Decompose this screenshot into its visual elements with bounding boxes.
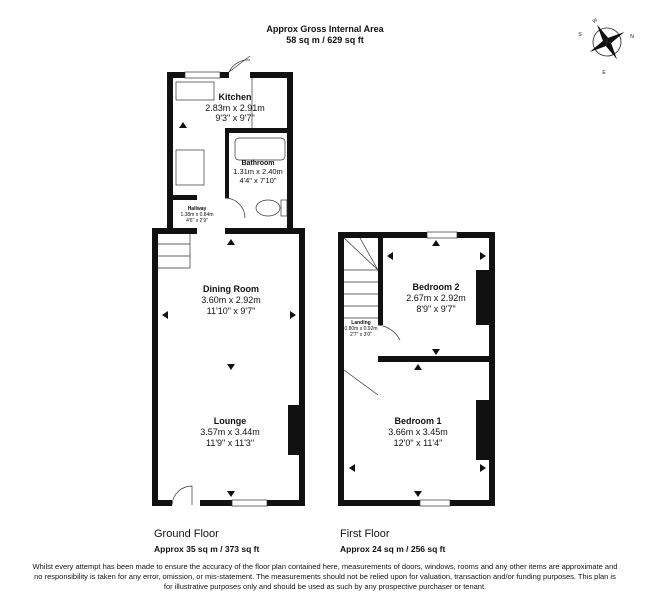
dining-name: Dining Room	[203, 284, 259, 294]
hallway-name: Hallway	[188, 206, 207, 212]
landing-metric: 0.80m x 0.92m	[344, 326, 377, 332]
first-floor-walls	[338, 232, 495, 506]
bedroom2-name: Bedroom 2	[412, 282, 459, 292]
bathroom-metric: 1.31m x 2.40m	[233, 167, 283, 176]
gross-area-value: 58 sq m / 629 sq ft	[286, 35, 364, 45]
ground-floor-title: Ground Floor	[154, 528, 219, 540]
svg-text:W: W	[591, 17, 598, 25]
dining-imperial: 11'10" x 9'7"	[207, 306, 256, 316]
compass-e: E	[602, 70, 606, 76]
lounge-imperial: 11'9" x 11'3"	[206, 438, 254, 448]
compass-icon: W	[589, 17, 625, 60]
bathroom-name: Bathroom	[241, 160, 274, 167]
ground-floor-area: Approx 35 sq m / 373 sq ft	[154, 544, 260, 554]
bedroom2-imperial: 8'9" x 9'7"	[416, 304, 455, 314]
first-floor-title: First Floor	[340, 528, 390, 540]
bedroom2-metric: 2.67m x 2.92m	[406, 293, 466, 303]
compass-n: N	[630, 34, 634, 40]
dimension-markers	[162, 122, 486, 497]
disclaimer: Whilst every attempt has been made to en…	[32, 562, 618, 591]
hallway-metric: 1.38m x 0.84m	[180, 212, 213, 218]
kitchen-name: Kitchen	[218, 92, 251, 102]
gross-area-title: Approx Gross Internal Area	[266, 24, 384, 34]
bathroom-imperial: 4'4" x 7'10"	[240, 176, 277, 185]
hallway-imperial: 4'6" x 2'9"	[186, 218, 208, 224]
bedroom1-imperial: 12'0" x 11'4"	[394, 438, 443, 448]
bedroom1-name: Bedroom 1	[394, 416, 441, 426]
lounge-name: Lounge	[214, 416, 247, 426]
bedroom1-metric: 3.66m x 3.45m	[388, 427, 448, 437]
lounge-metric: 3.57m x 3.44m	[200, 427, 260, 437]
landing-imperial: 2'7" x 3'0"	[350, 332, 372, 338]
dining-metric: 3.60m x 2.92m	[201, 295, 261, 305]
first-floor-area: Approx 24 sq m / 256 sq ft	[340, 544, 446, 554]
kitchen-imperial: 9'3" x 9'7"	[215, 113, 254, 123]
landing-name: Landing	[351, 320, 370, 326]
compass-s: S	[578, 32, 582, 38]
kitchen-metric: 2.83m x 2.91m	[205, 103, 265, 113]
